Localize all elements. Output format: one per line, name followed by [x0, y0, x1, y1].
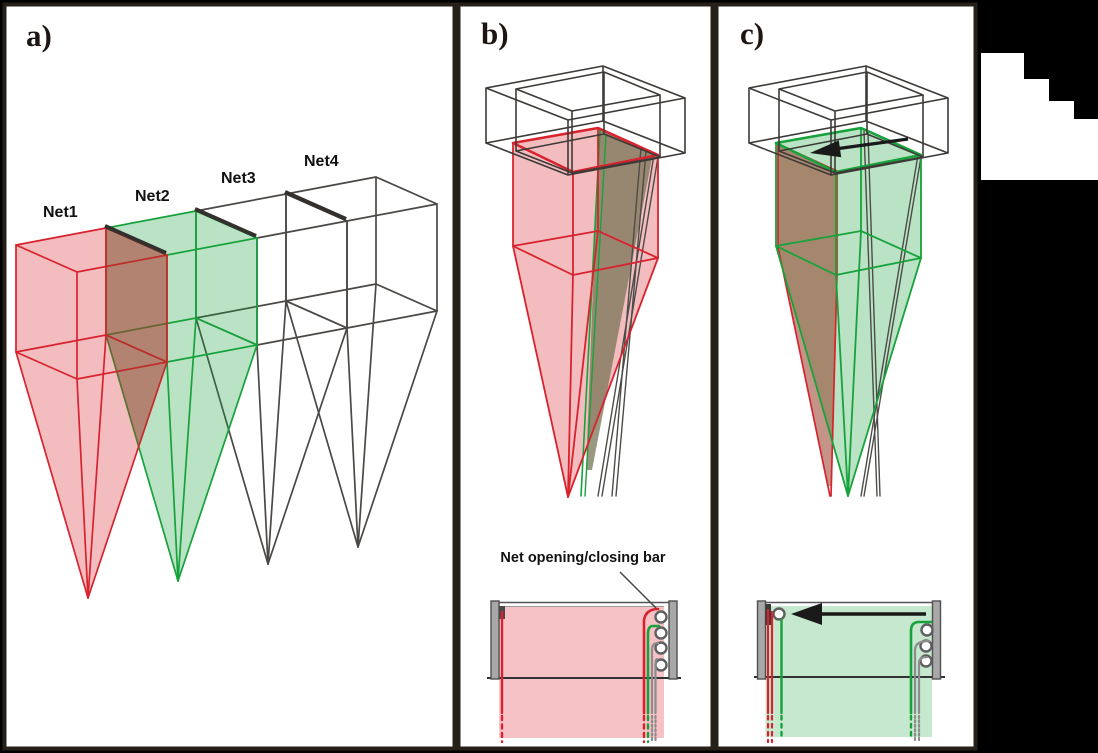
- panel-b-schematic: Net opening/closing bar: [487, 550, 681, 744]
- frame-right-post: [668, 600, 678, 680]
- net2-open-structure: [774, 126, 923, 497]
- net2-stored-line: [646, 624, 661, 715]
- net1-side-fill: [499, 606, 664, 738]
- panel-c-letter: c): [740, 16, 764, 51]
- net2-right-line: [909, 620, 933, 715]
- panel-a-letter: a): [26, 18, 52, 53]
- staircase-shape: [981, 53, 1098, 180]
- net34-collapsed-lines-c: [860, 130, 922, 497]
- net4-label: Net4: [304, 153, 339, 170]
- net3-stored-line-c: [913, 639, 931, 715]
- frame-left-post-c: [756, 600, 767, 680]
- collapsed-nets-wedge: [586, 129, 653, 470]
- net1-closed-lines: [766, 608, 774, 744]
- frame-c: [748, 65, 949, 176]
- roller-stack: [654, 610, 668, 672]
- bar-travel-arrow-schematic: [791, 603, 926, 625]
- net2-collapsed-line: [580, 129, 601, 497]
- net2-bar: [104, 224, 167, 255]
- net1-right-line: [642, 607, 660, 715]
- roller-stack-c: [919, 623, 934, 668]
- net1-label: Net1: [43, 204, 78, 221]
- net2-collapsed-line2: [584, 134, 607, 497]
- net4-stored-line: [654, 657, 659, 715]
- annotation-pointer-line: [619, 571, 657, 609]
- net2-label: Net2: [135, 188, 170, 205]
- frame-left-post: [490, 600, 500, 680]
- panel-b-letter: b): [481, 16, 509, 51]
- net3-stored-line: [650, 641, 660, 715]
- net1-open-structure: [511, 126, 660, 498]
- net2-side-fill: [765, 606, 932, 737]
- panel-c-drawing: [748, 65, 949, 497]
- net34-collapsed-lines: [597, 147, 659, 497]
- net3-bar: [194, 207, 257, 238]
- bar-travel-arrow-3d: [810, 137, 909, 158]
- left-pulley: [772, 607, 786, 621]
- net1-collapsed-wedge: [778, 144, 837, 486]
- panel-c-schematic: [754, 600, 945, 744]
- net3-label: Net3: [221, 170, 256, 187]
- net-overlap-shading: [106, 228, 167, 447]
- net4-stored-line-c: [917, 655, 929, 715]
- panel-a-drawing: Net1 Net2 Net3 Net4: [16, 153, 437, 598]
- panel-b-drawing: [485, 65, 686, 498]
- annotation-label: Net opening/closing bar: [500, 550, 666, 566]
- net4-bar: [284, 190, 347, 221]
- frame-b: [485, 65, 686, 176]
- frame-right-post-c: [931, 600, 942, 680]
